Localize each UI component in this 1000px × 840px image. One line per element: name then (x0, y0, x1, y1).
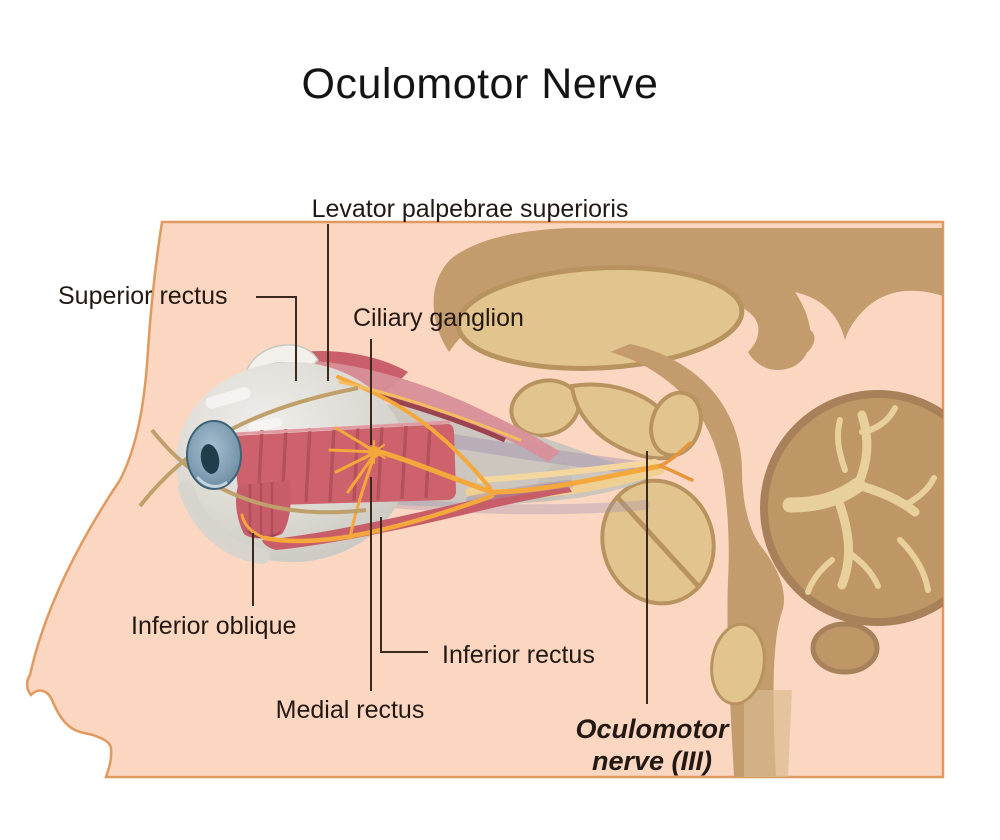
label-oculomotor-line1: Oculomotor (575, 714, 729, 744)
figure-title: Oculomotor Nerve (301, 60, 659, 108)
lower-eyelid-line (150, 428, 367, 515)
label-medial-rectus: Medial rectus (275, 696, 425, 724)
thalamus (455, 265, 745, 371)
spinal-cord-fade (744, 690, 792, 777)
sclera-wrap (178, 480, 270, 564)
ciliary-ganglion-node (362, 440, 386, 464)
corpus-callosum (433, 228, 943, 370)
pupil (200, 444, 220, 474)
label-inferior-rectus: Inferior rectus (442, 641, 595, 669)
medulla-olive (710, 622, 766, 706)
eyeball-highlight-2 (248, 417, 282, 433)
tectum (649, 390, 703, 458)
cerebellum (760, 390, 943, 675)
cerebellar-tonsil (810, 621, 880, 675)
label-inferior-oblique: Inferior oblique (131, 612, 297, 640)
label-superior-rectus: Superior rectus (58, 282, 228, 310)
eyeball-highlight-1 (205, 387, 251, 409)
inferior-rectus-pointer (380, 517, 428, 653)
vermis (765, 326, 815, 364)
label-ciliary-ganglion: Ciliary ganglion (353, 304, 524, 332)
label-levator: Levator palpebrae superioris (311, 195, 629, 223)
iris-highlight (196, 476, 228, 488)
superior-rectus-pointer (256, 296, 297, 381)
label-oculomotor-line2: nerve (III) (591, 746, 713, 776)
fascia-purple-lower (375, 497, 650, 515)
label-lines (252, 224, 648, 704)
arbor-vitae (782, 405, 937, 595)
inferior-oblique-muscle (236, 480, 291, 539)
label-oculomotor-nerve: Oculomotor nerve (III) (552, 713, 752, 777)
pons-fold-line (616, 496, 702, 590)
nerve-pale-strand-2 (477, 459, 658, 483)
